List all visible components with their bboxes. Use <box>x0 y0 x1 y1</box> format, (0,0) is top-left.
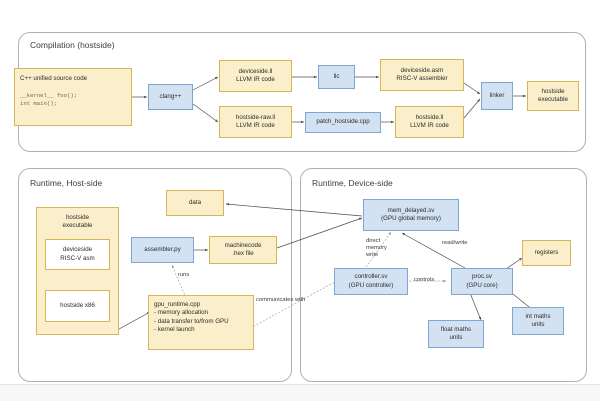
gpu-runtime-line-4: - kernel launch <box>154 326 195 334</box>
cpp-source-title: C++ unified source code <box>20 75 88 82</box>
node-controller[interactable]: controller.sv (GPU controller) <box>334 268 408 295</box>
node-assembler[interactable]: assembler.py <box>131 237 194 263</box>
hostside-executable-runtime-line-2: executable <box>62 222 93 230</box>
node-gpu-runtime[interactable]: gpu_runtime.cpp - memory allocation - da… <box>148 295 254 350</box>
deviceside-ll-line-2: LLVM IR code <box>236 76 275 83</box>
controller-line-2: (GPU controller) <box>348 281 394 289</box>
mem-delayed-line-1: mem_delayed.sv <box>387 206 435 214</box>
hostside-executable-runtime-line-1: hostside <box>65 214 90 221</box>
node-hostside-x86[interactable]: hostside x86 <box>45 290 110 322</box>
float-maths-line-1: float maths <box>440 325 472 333</box>
llc-label: llc <box>333 72 340 80</box>
data-label: data <box>188 198 202 206</box>
edge-label-communicates-with: communicates with <box>256 297 306 303</box>
gpu-runtime-line-2: - memory allocation <box>154 309 208 317</box>
bottom-bar <box>0 384 600 401</box>
edge-label-controls: controls <box>414 277 435 283</box>
group-compilation-title: Compilation (hostside) <box>30 40 115 50</box>
node-hostside-executable-compile[interactable]: hostside executable <box>527 81 579 111</box>
int-maths-line-2: units <box>531 321 545 328</box>
cpp-source-code-line-2: int main(); <box>20 99 57 107</box>
float-maths-line-2: units <box>449 334 463 341</box>
machinecode-line-2: .hex file <box>232 250 254 257</box>
hostside-ll-line-2: LLVM IR code <box>410 122 449 129</box>
node-float-maths-units[interactable]: float maths units <box>428 320 484 348</box>
group-runtime-device-title: Runtime, Device-side <box>312 178 393 188</box>
node-deviceside-ll[interactable]: deviceside.ll LLVM IR code <box>219 60 292 92</box>
deviceside-riscv-asm-line-2: RISC-V asm <box>60 254 95 262</box>
mem-delayed-line-2: (GPU global memory) <box>381 215 441 222</box>
node-llc[interactable]: llc <box>318 65 355 89</box>
registers-label: registers <box>534 248 559 256</box>
hostside-executable-compile-line-2: executable <box>538 96 568 103</box>
deviceside-asm-line-2: RISC-V assembler <box>396 75 448 82</box>
node-data[interactable]: data <box>166 190 224 216</box>
node-registers[interactable]: registers <box>522 240 571 266</box>
node-mem-delayed[interactable]: mem_delayed.sv (GPU global memory) <box>363 199 459 231</box>
patch-hostside-label: patch_hostside.cpp <box>316 118 370 126</box>
edge-label-direct-memory-write: direct memory write <box>366 238 387 259</box>
hostside-x86-label: hostside x86 <box>60 301 95 309</box>
assembler-label: assembler.py <box>144 245 181 253</box>
node-linker[interactable]: linker <box>481 82 513 110</box>
hostside-ll-line-1: hostside.ll <box>415 113 444 121</box>
gpu-runtime-line-3: - data transfer to/from GPU <box>154 317 229 325</box>
linker-label: linker <box>489 91 505 99</box>
deviceside-asm-line-1: deviceside.asm <box>400 66 444 74</box>
hostside-executable-compile-line-1: hostside <box>541 87 565 95</box>
node-cpp-source[interactable]: C++ unified source code __kernel__ foo()… <box>14 68 132 126</box>
node-clang[interactable]: clang++ <box>148 84 193 110</box>
proc-line-2: (GPU core) <box>466 281 498 289</box>
node-hostside-raw-ll[interactable]: hostside-raw.ll LLVM IR code <box>219 106 292 138</box>
node-proc[interactable]: proc.sv (GPU core) <box>451 268 513 295</box>
gpu-runtime-line-1: gpu_runtime.cpp <box>154 301 201 308</box>
clang-label: clang++ <box>159 92 182 100</box>
edge-label-read-write: read/write <box>442 240 468 246</box>
node-patch-hostside[interactable]: patch_hostside.cpp <box>305 112 381 133</box>
node-deviceside-riscv-asm[interactable]: deviceside RISC-V asm <box>45 239 110 270</box>
node-deviceside-asm[interactable]: deviceside.asm RISC-V assembler <box>380 59 464 91</box>
cpp-source-code-line-1: __kernel__ foo(); <box>20 92 78 100</box>
hostside-raw-ll-line-1: hostside-raw.ll <box>235 113 276 121</box>
machinecode-line-1: machinecode <box>224 241 262 249</box>
edge-label-runs: runs <box>178 272 190 278</box>
group-runtime-host-title: Runtime, Host-side <box>30 178 103 188</box>
int-maths-line-1: int maths <box>525 312 551 320</box>
hostside-raw-ll-line-2: LLVM IR code <box>236 122 275 129</box>
node-int-maths-units[interactable]: int maths units <box>512 307 564 335</box>
controller-line-1: controller.sv <box>354 273 388 281</box>
deviceside-riscv-asm-line-1: deviceside <box>62 246 93 254</box>
proc-line-1: proc.sv <box>472 273 492 281</box>
deviceside-ll-line-1: deviceside.ll <box>238 67 273 75</box>
node-hostside-ll[interactable]: hostside.ll LLVM IR code <box>395 106 464 138</box>
node-machinecode-hex[interactable]: machinecode .hex file <box>209 236 277 264</box>
